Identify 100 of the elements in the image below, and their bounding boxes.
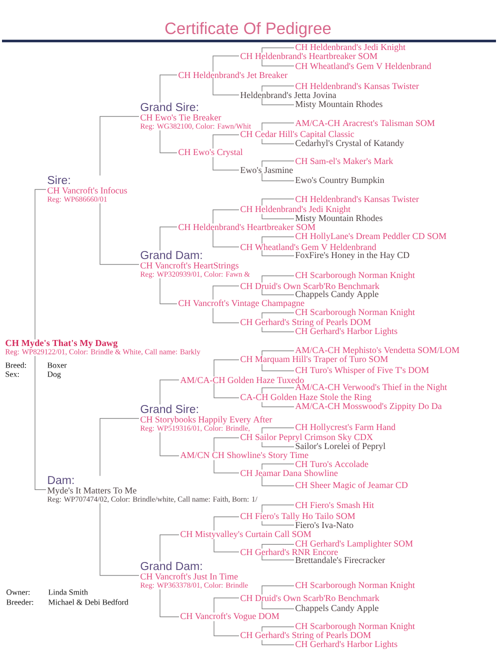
- dog-name: CH Gerhard's Lamplighter SOM: [296, 540, 413, 548]
- field-value: Dog: [47, 372, 61, 379]
- connector-line: [262, 236, 294, 244]
- dog-name: CH Fiero's Tally Ho Tailo SOM: [240, 512, 356, 521]
- dog-name: AM/CA-CH Mosswood's Zippity Do Da: [295, 402, 442, 411]
- dog-name: CH Heldenbrand's Heartbreaker SOM: [240, 52, 378, 60]
- connector-line: [262, 640, 294, 646]
- dog-name: CH Heldenbrand's Kansas Twister: [296, 196, 419, 202]
- connector-line: [262, 59, 294, 66]
- dog-name: AM/CA-CH Golden Haze Tuxedo: [180, 376, 304, 384]
- connector-line: [214, 598, 240, 613]
- connector-line: [212, 78, 240, 96]
- connector-line: [214, 538, 240, 552]
- connector-line: [262, 160, 294, 168]
- dog-name: CH Scarborough Norman Knight: [296, 272, 415, 280]
- connector-line: [34, 189, 46, 340]
- connector-line: [262, 214, 294, 220]
- title: Certificate Of Pedigree: [165, 22, 331, 38]
- dog-name: Sailor's Lorelei of Pepryl: [296, 442, 386, 451]
- field-label: Breeder:: [6, 599, 34, 605]
- connector-line: [34, 356, 46, 490]
- dog-name: Misty Mountain Rhodes: [295, 100, 382, 109]
- dog-name: CH HollyLane's Dream Peddler CD SOM: [296, 232, 446, 241]
- connector-line: [262, 626, 294, 632]
- connector-line: [262, 122, 294, 131]
- connector-line: [160, 278, 178, 304]
- dog-name: CH Sheer Magic of Jeamar CD: [296, 482, 408, 490]
- dog-name: Chappels Candy Apple: [296, 604, 378, 613]
- dog-name: CH Mistyvalley's Curtain Call SOM: [180, 530, 312, 539]
- connector-line: [214, 383, 240, 398]
- dog-name: CH Turo's Whisper of Five T's DOM: [296, 366, 429, 375]
- field-value: Boxer: [47, 362, 67, 368]
- dog-name: CH Jeamar Dana Showline: [240, 470, 338, 476]
- dog-name: CH Heldenbrand's Heartbreaker SOM: [178, 224, 316, 230]
- connector-line: [262, 442, 294, 448]
- connector-line: [262, 48, 294, 53]
- connector-line: [160, 589, 180, 618]
- connector-line: [100, 418, 140, 476]
- connector-line: [262, 504, 294, 513]
- connector-line: [262, 98, 294, 106]
- dog-name: CH Gerhard's String of Pearls DOM: [240, 632, 371, 640]
- dog-name: Heldenbrand's Jetta Jovina: [240, 92, 336, 98]
- connector-line: [262, 555, 294, 560]
- field-label: Sex:: [6, 372, 19, 377]
- connector-line: [262, 276, 294, 283]
- connector-line: [212, 134, 240, 149]
- dog-name: Ewo's Country Bumpkin: [295, 176, 384, 185]
- connector-line: [262, 350, 294, 356]
- connector-line: [262, 586, 294, 595]
- connector-line: [262, 476, 294, 486]
- dog-name: CH Heldenbrand's Kansas Twister: [296, 82, 419, 90]
- field-label: Breed:: [5, 362, 26, 368]
- connector-line: [262, 289, 294, 296]
- dog-name: CH Scarborough Norman Knight: [296, 308, 415, 317]
- connector-line: [262, 428, 294, 434]
- dog-name: CH Ewo's Crystal: [178, 148, 243, 157]
- dog-name: CH Gerhard's String of Pearls DOM: [240, 318, 371, 327]
- dog-name: CH Gerhard's RNR Encore: [240, 548, 338, 556]
- field-value: Michael & Debi Bedford: [48, 599, 128, 605]
- connector-line: [212, 156, 240, 170]
- connector-line: [262, 250, 294, 256]
- connector-line: [262, 544, 294, 549]
- connector-line: [262, 172, 294, 182]
- connector-line: [160, 130, 178, 154]
- connector-line: [160, 534, 180, 562]
- connector-line: [262, 464, 294, 470]
- dog-name: Misty Mountain Rhodes: [295, 214, 382, 223]
- dog-name: CH Scarborough Norman Knight: [296, 622, 415, 631]
- dog-name: CH Wheatland's Gem V Heldenbrand: [296, 62, 432, 70]
- dog-name: CH Scarborough Norman Knight: [296, 582, 415, 590]
- field-value: Linda Smith: [48, 589, 88, 595]
- connector-line: [262, 402, 294, 408]
- connector-line: [160, 226, 178, 251]
- dog-name: CH Hollycrest's Farm Hand: [296, 424, 396, 432]
- dog-name: AM/CN CH Showline's Story Time: [180, 452, 308, 460]
- connector-line: [262, 388, 294, 394]
- connector-line: [262, 198, 294, 206]
- connector-line: [214, 516, 240, 531]
- connector-line: [262, 520, 294, 526]
- connector-line: [262, 364, 294, 372]
- connector-line: [212, 56, 240, 72]
- connector-line: [160, 74, 178, 103]
- dog-name: CH Gerhard's Harbor Lights: [296, 640, 398, 649]
- connector-line: [214, 438, 240, 452]
- connector-line: [262, 312, 294, 319]
- dog-name: CH Heldenbrand's Jet Breaker: [178, 72, 288, 78]
- connector-line: [262, 600, 294, 610]
- dog-name: CH Turo's Accolade: [296, 460, 368, 468]
- connector-line: [214, 460, 240, 474]
- connector-line: [262, 138, 294, 144]
- dog-name: FoxFire's Honey in the Hay CD: [295, 252, 410, 260]
- dog-name: Cedarhyl's Crystal of Katandy: [296, 140, 404, 148]
- dog-name: CH Heldenbrand's Jedi Knight: [240, 206, 350, 214]
- connector-line: [212, 286, 240, 300]
- dog-name: CH Druid's Own Scarb'Ro Benchmark: [240, 594, 380, 602]
- dog-name: CH Sam-el's Maker's Mark: [296, 158, 394, 164]
- connector-line: [100, 203, 140, 265]
- field-label: Owner:: [6, 590, 30, 595]
- connector-line: [100, 503, 140, 576]
- connector-line: [262, 86, 294, 92]
